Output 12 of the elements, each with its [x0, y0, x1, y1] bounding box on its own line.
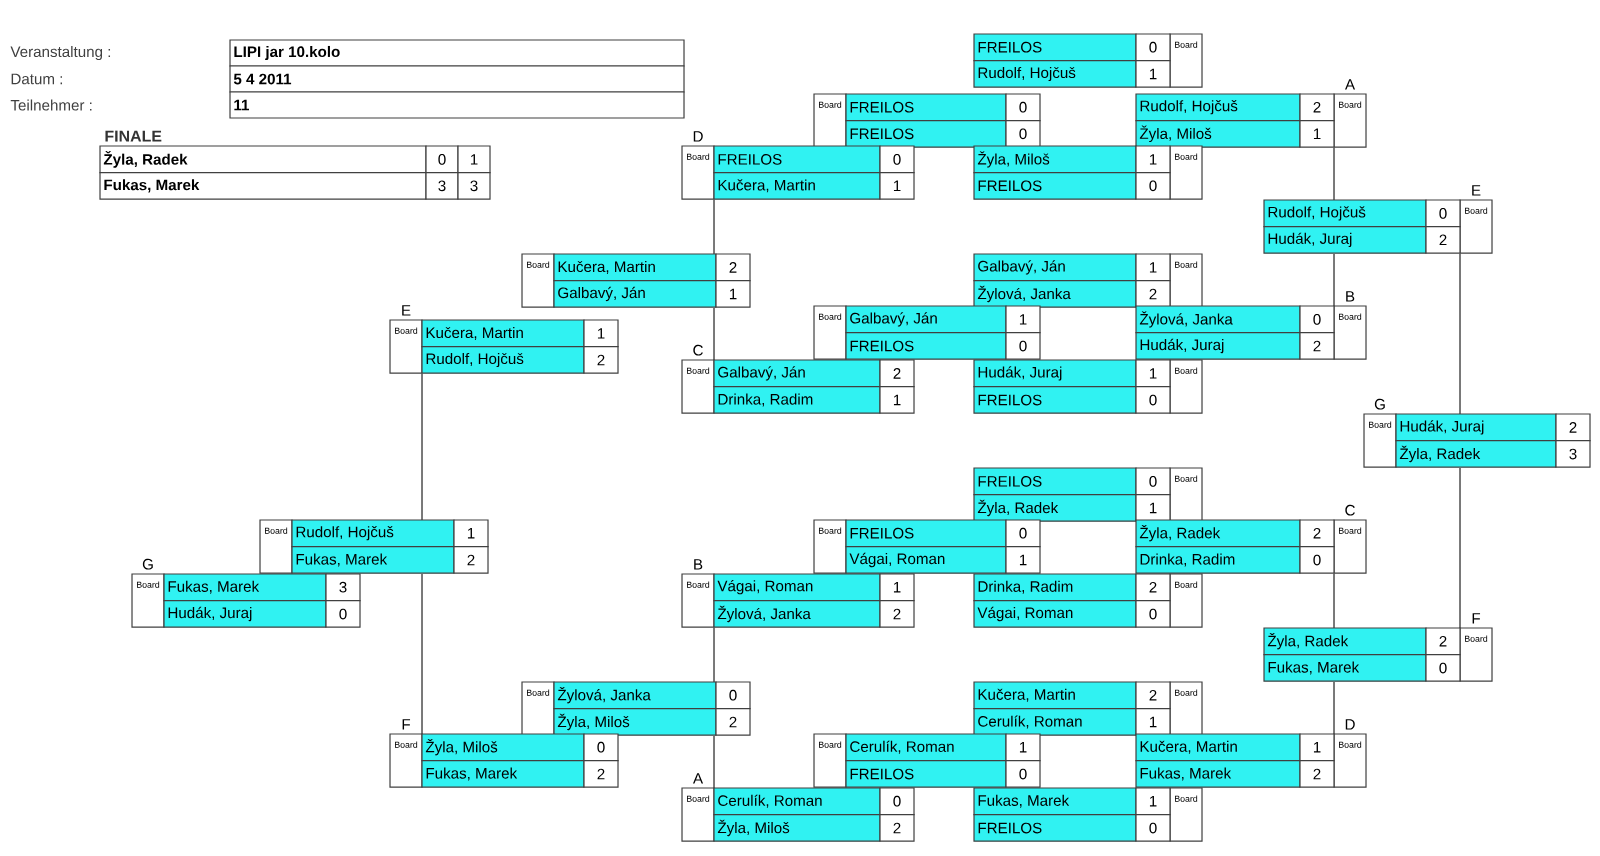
connector-line: [713, 307, 715, 361]
connector-line: [421, 573, 423, 735]
connector-line: [1333, 573, 1335, 629]
connector-line: [1333, 681, 1335, 735]
connector-line: [1459, 253, 1461, 415]
connector-line: [713, 627, 715, 683]
connector-line: [713, 199, 715, 255]
connector-line: [1459, 467, 1461, 629]
connector-line: [1333, 147, 1335, 201]
connector-line: [1333, 253, 1335, 307]
connector-line: [713, 735, 715, 789]
connector-line: [421, 373, 423, 521]
